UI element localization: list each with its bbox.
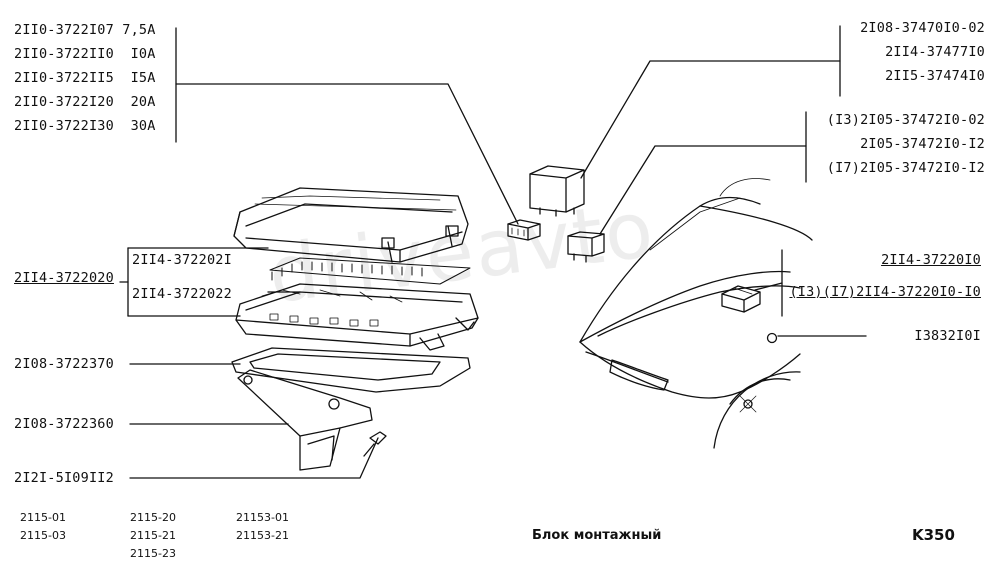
fuse-leader	[175, 83, 519, 225]
relay-2-label-b: 2I05-37472I0-I2	[860, 136, 985, 152]
block-main-label: 2II4-3722020	[14, 270, 114, 286]
model-col1-item: 2115-01	[20, 511, 66, 524]
relay-group-1-leader	[580, 60, 841, 179]
fuse-array	[269, 257, 471, 285]
relay-1-label-a: 2I08-37470I0-02	[860, 20, 985, 36]
relay-1-label-b: 2II4-37477I0	[885, 44, 985, 60]
harness-label-1: 2II4-37220I0	[881, 252, 981, 268]
relay-small	[567, 231, 605, 263]
relay-2-label-c: (I7)2I05-37472I0-I2	[826, 160, 985, 176]
page-code: K350	[912, 526, 955, 544]
clip-label: I3832I0I	[914, 328, 981, 344]
relay-connector	[507, 219, 541, 241]
block-sub-label-1: 2II4-372202I	[132, 252, 232, 268]
model-col3-item: 21153-21	[236, 529, 289, 542]
relay-1-label-c: 2II5-37474I0	[885, 68, 985, 84]
fuse-label-15a: 2II0-3722II5 I5A	[14, 70, 156, 86]
gasket	[231, 347, 471, 393]
diagram-caption: Блок монтажный	[532, 528, 662, 543]
model-col1-item: 2115-03	[20, 529, 66, 542]
harness-label-2: (I3)(I7)2II4-37220I0-I0	[789, 284, 981, 300]
bracket-label: 2I08-3722360	[14, 416, 114, 432]
fuse-label-20a: 2II0-3722I20 20A	[14, 94, 156, 110]
fuse-label-7-5a: 2II0-3722I07 7,5A	[14, 22, 156, 38]
fuse-label-30a: 2II0-3722I30 30A	[14, 118, 156, 134]
car-front	[579, 178, 813, 449]
relay-2-label-a: (I3)2I05-37472I0-02	[826, 112, 985, 128]
block-sub-label-2: 2II4-3722022	[132, 286, 232, 302]
screw-label: 2I2I-5I09II2	[14, 470, 114, 486]
block-cover	[233, 187, 469, 263]
model-col2-item: 2115-23	[130, 547, 176, 560]
fuse-label-10a: 2II0-3722II0 I0A	[14, 46, 156, 62]
model-col3-item: 21153-01	[236, 511, 289, 524]
gasket-label: 2I08-3722370	[14, 356, 114, 372]
mounting-bracket	[237, 369, 373, 471]
model-col2-item: 2115-20	[130, 511, 176, 524]
screw-leader	[129, 437, 379, 479]
screw	[363, 431, 387, 457]
block-base	[235, 283, 479, 351]
relay-large	[529, 165, 585, 217]
model-col2-item: 2115-21	[130, 529, 176, 542]
relay-group-2-leader	[599, 145, 807, 235]
